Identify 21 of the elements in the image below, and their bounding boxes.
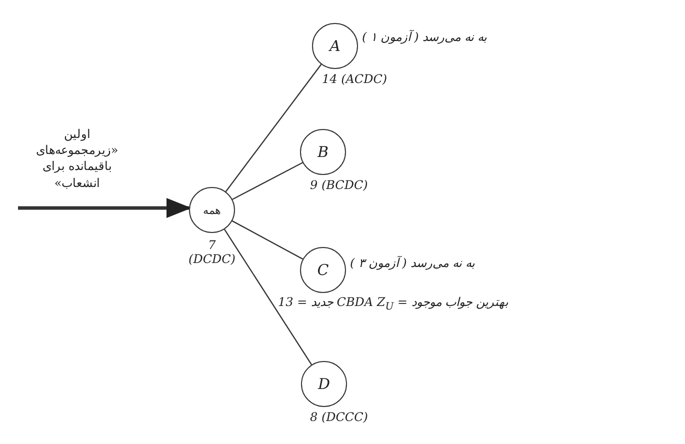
node-annotation: به نه می‌رسد ( آزمون ۳ ) bbox=[350, 256, 474, 270]
node-label: D bbox=[318, 375, 330, 393]
node-label: A bbox=[330, 37, 340, 55]
connector-line bbox=[225, 64, 322, 192]
node-annotation: 8 (DCCC) bbox=[310, 410, 368, 424]
tree-node-circle bbox=[189, 187, 235, 233]
tree-node-circle bbox=[312, 23, 358, 69]
connector-line bbox=[232, 162, 303, 200]
node-label: همه bbox=[203, 204, 221, 216]
node-annotation: 7 (DCDC) bbox=[188, 238, 236, 266]
connector-line bbox=[232, 220, 304, 260]
connector-line bbox=[224, 229, 312, 365]
tree-node-circle bbox=[301, 361, 347, 407]
tree-node-circle bbox=[300, 129, 346, 175]
node-annotation: 9 (BCDC) bbox=[310, 178, 368, 192]
node-annotation: 14 (ACDC) bbox=[322, 72, 388, 86]
tree-node-circle bbox=[300, 247, 346, 293]
arrow bbox=[18, 198, 192, 218]
node-annotation: به نه می‌رسد ( آزمون ۱ ) bbox=[362, 30, 486, 44]
node-label: C bbox=[317, 261, 329, 279]
node-label: B bbox=[317, 143, 329, 161]
